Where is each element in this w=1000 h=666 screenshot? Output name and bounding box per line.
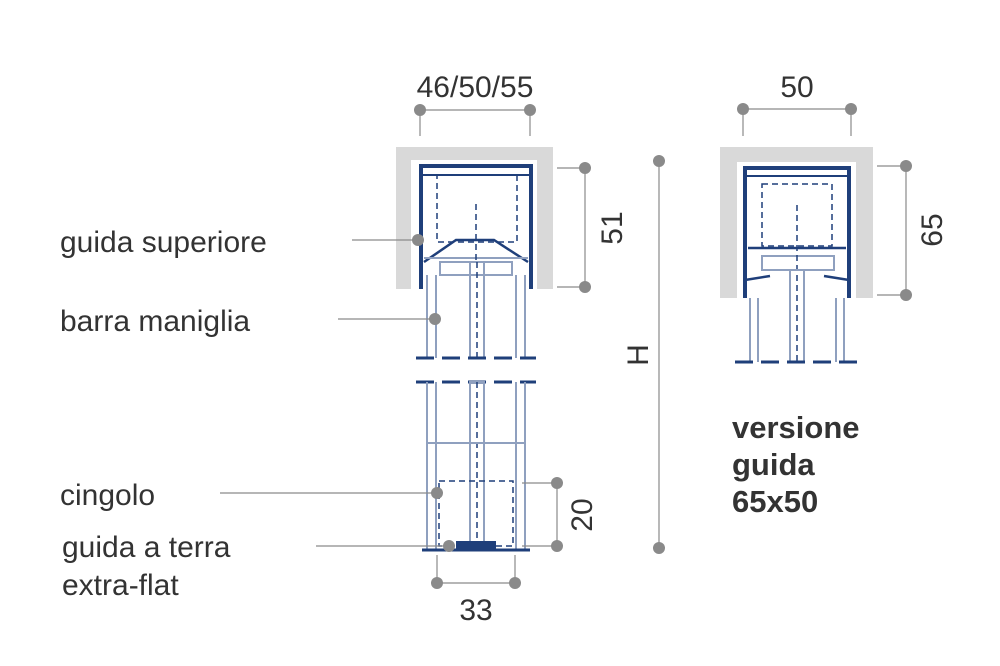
label-top-rail: guida superiore xyxy=(60,226,267,259)
floor-rail-width-text: 33 xyxy=(459,594,492,627)
callout-handle-bar: barra maniglia xyxy=(60,305,441,338)
version-title-line-2: guida xyxy=(732,447,815,482)
door-leaf-upper xyxy=(416,261,536,360)
alt-rail-profile xyxy=(743,166,851,298)
dimension-dot xyxy=(653,155,665,167)
door-leaf-lower xyxy=(416,380,536,552)
dimension-dot xyxy=(845,103,857,115)
main-section-drawing xyxy=(396,147,553,552)
callout-top-rail: guida superiore xyxy=(60,226,424,259)
callout-floor-rail: guida a terra extra-flat xyxy=(62,531,455,602)
top-rail-housing xyxy=(396,147,553,289)
callout-belt: cingolo xyxy=(60,479,443,512)
dimension-dot xyxy=(579,162,591,174)
version-title: versione guida 65x50 xyxy=(732,410,860,519)
belt-height-dimension: 20 xyxy=(522,477,599,552)
belt-height-text: 20 xyxy=(566,498,599,531)
floor-rail xyxy=(456,541,496,550)
dimension-dot xyxy=(551,540,563,552)
width-dimension: 46/50/55 xyxy=(414,71,536,136)
dimension-dot xyxy=(509,577,521,589)
dimension-dot xyxy=(900,289,912,301)
height-dimension: H xyxy=(622,155,665,554)
dimension-dot xyxy=(900,160,912,172)
version-title-line-3: 65x50 xyxy=(732,484,818,519)
alt-rail-housing xyxy=(720,147,873,298)
dimension-dot xyxy=(737,103,749,115)
label-floor-rail-1: guida a terra xyxy=(62,531,231,564)
alt-height-dimension: 65 xyxy=(877,160,949,301)
width-options-text: 46/50/55 xyxy=(417,71,534,104)
version-title-line-1: versione xyxy=(732,410,860,445)
label-belt: cingolo xyxy=(60,479,155,512)
height-text: H xyxy=(622,344,655,366)
label-floor-rail-2: extra-flat xyxy=(62,569,179,602)
alt-width-text: 50 xyxy=(780,71,813,104)
dimension-dot xyxy=(524,104,536,116)
floor-rail-width-dimension: 33 xyxy=(431,555,521,627)
alt-section-drawing xyxy=(720,147,873,364)
top-rail-height-dimension: 51 xyxy=(557,162,629,293)
alt-width-dimension: 50 xyxy=(737,71,857,136)
label-handle-bar: barra maniglia xyxy=(60,305,250,338)
dimension-dot xyxy=(579,281,591,293)
top-rail-profile xyxy=(419,164,533,289)
dimension-dot xyxy=(431,577,443,589)
alt-height-text: 65 xyxy=(916,213,949,246)
dimension-dot xyxy=(551,477,563,489)
dimension-dot xyxy=(653,542,665,554)
dimension-dot xyxy=(414,104,426,116)
top-rail-height-text: 51 xyxy=(596,211,629,244)
